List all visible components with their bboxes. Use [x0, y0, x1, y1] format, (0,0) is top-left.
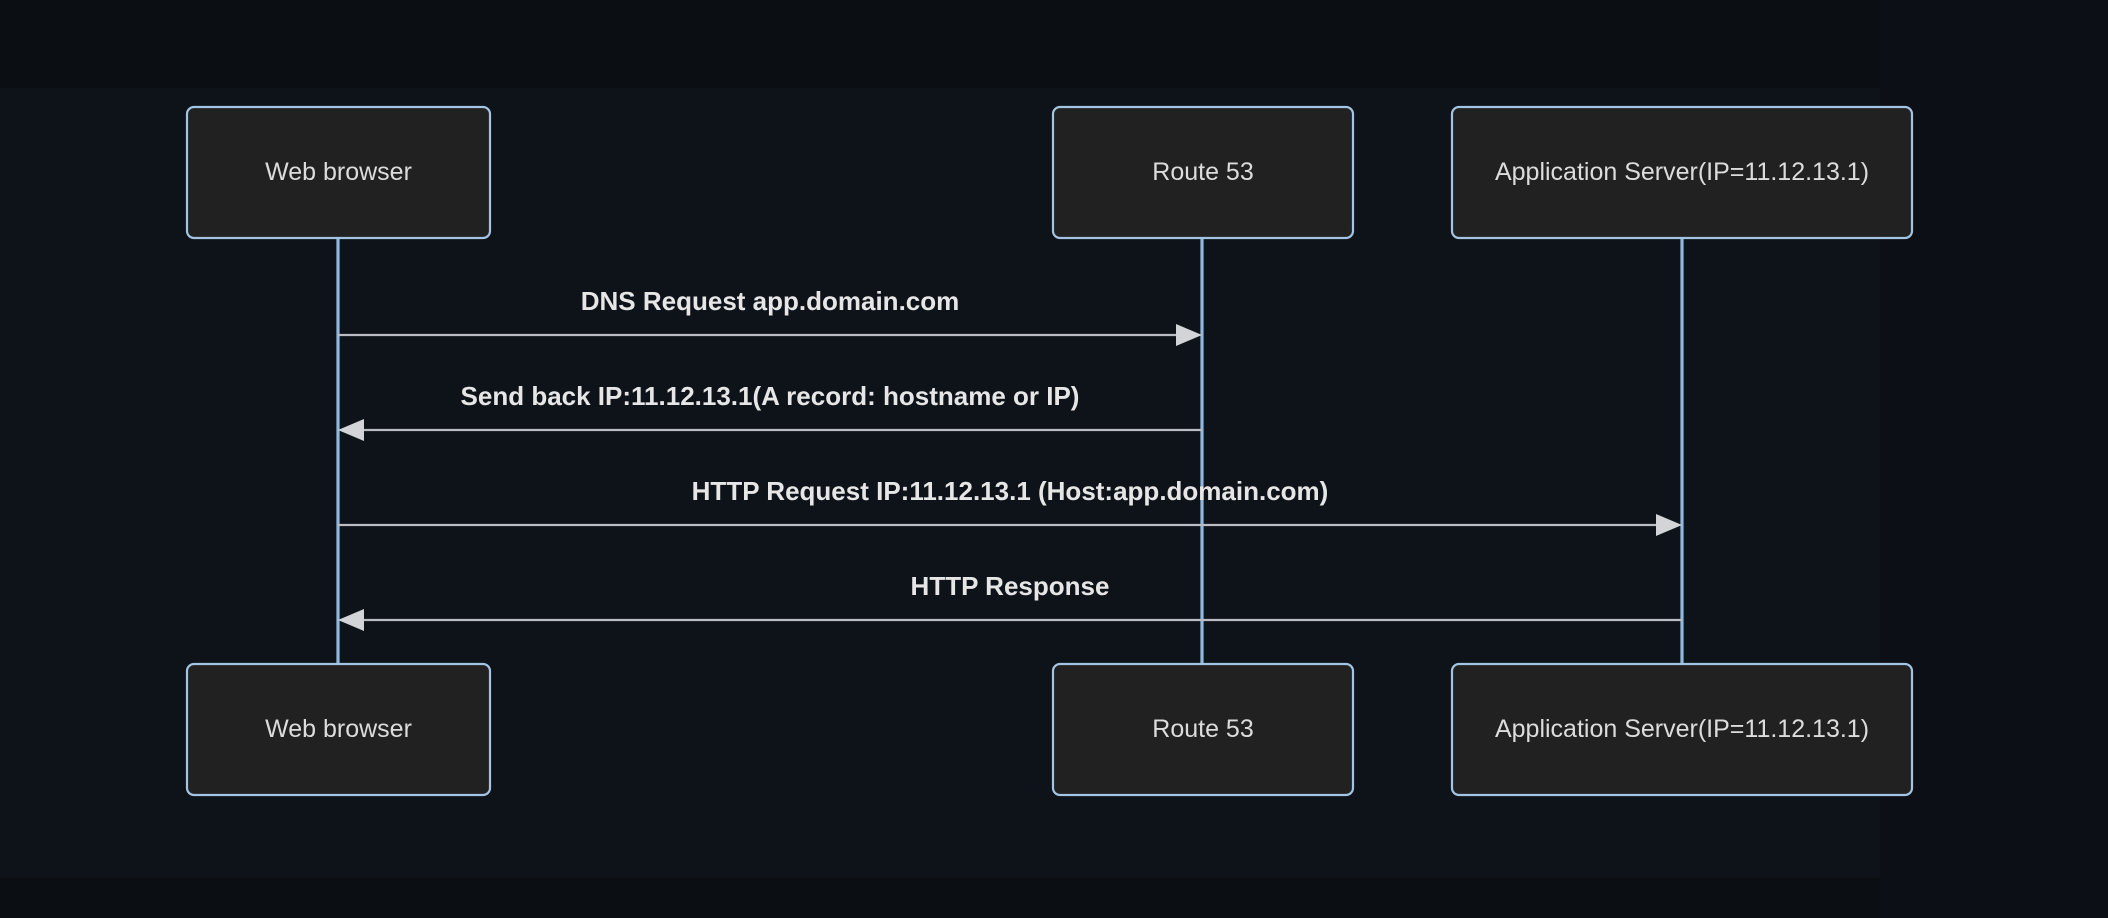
participant-box-frame [185, 662, 492, 797]
message-label: Send back IP:11.12.13.1(A record: hostna… [461, 381, 1080, 411]
message-arrowhead [338, 419, 364, 441]
participant-box-frame [1051, 662, 1355, 797]
participant-label: Web browser [265, 158, 412, 186]
participant-box-frame [1450, 662, 1914, 797]
message-label: HTTP Response [911, 571, 1110, 601]
participant-box-route53-bottom[interactable]: Route 53 [1051, 662, 1355, 797]
participant-label: Application Server(IP=11.12.13.1) [1495, 715, 1869, 743]
message-4[interactable]: HTTP Response [338, 571, 1682, 631]
participant-box-route53-top[interactable]: Route 53 [1051, 105, 1355, 240]
message-arrowhead [1176, 324, 1202, 346]
participant-box-frame [1051, 105, 1355, 240]
message-arrowhead [1656, 514, 1682, 536]
message-3[interactable]: HTTP Request IP:11.12.13.1 (Host:app.dom… [338, 476, 1682, 536]
message-label: HTTP Request IP:11.12.13.1 (Host:app.dom… [692, 476, 1329, 506]
participant-label: Application Server(IP=11.12.13.1) [1495, 158, 1869, 186]
message-arrowhead [338, 609, 364, 631]
participant-boxes-bottom: Web browser Route 53 Application Server(IP… [185, 662, 1914, 797]
message-label: DNS Request app.domain.com [581, 286, 960, 316]
participant-label: Route 53 [1152, 158, 1253, 186]
lifelines-group [336, 238, 1684, 664]
participant-label: Web browser [265, 715, 412, 743]
participant-label: Route 53 [1152, 715, 1253, 743]
participant-box-frame [185, 105, 492, 240]
participant-box-frame [1450, 105, 1914, 240]
message-1[interactable]: DNS Request app.domain.com [338, 286, 1202, 346]
participant-boxes-top: Web browser Route 53 Application Server(IP… [185, 105, 1914, 240]
participant-box-appserver-top[interactable]: Application Server(IP=11.12.13.1) [1450, 105, 1914, 240]
participant-box-browser-bottom[interactable]: Web browser [185, 662, 492, 797]
message-2[interactable]: Send back IP:11.12.13.1(A record: hostna… [338, 381, 1202, 441]
participant-box-appserver-bottom[interactable]: Application Server(IP=11.12.13.1) [1450, 662, 1914, 797]
participant-box-browser-top[interactable]: Web browser [185, 105, 492, 240]
